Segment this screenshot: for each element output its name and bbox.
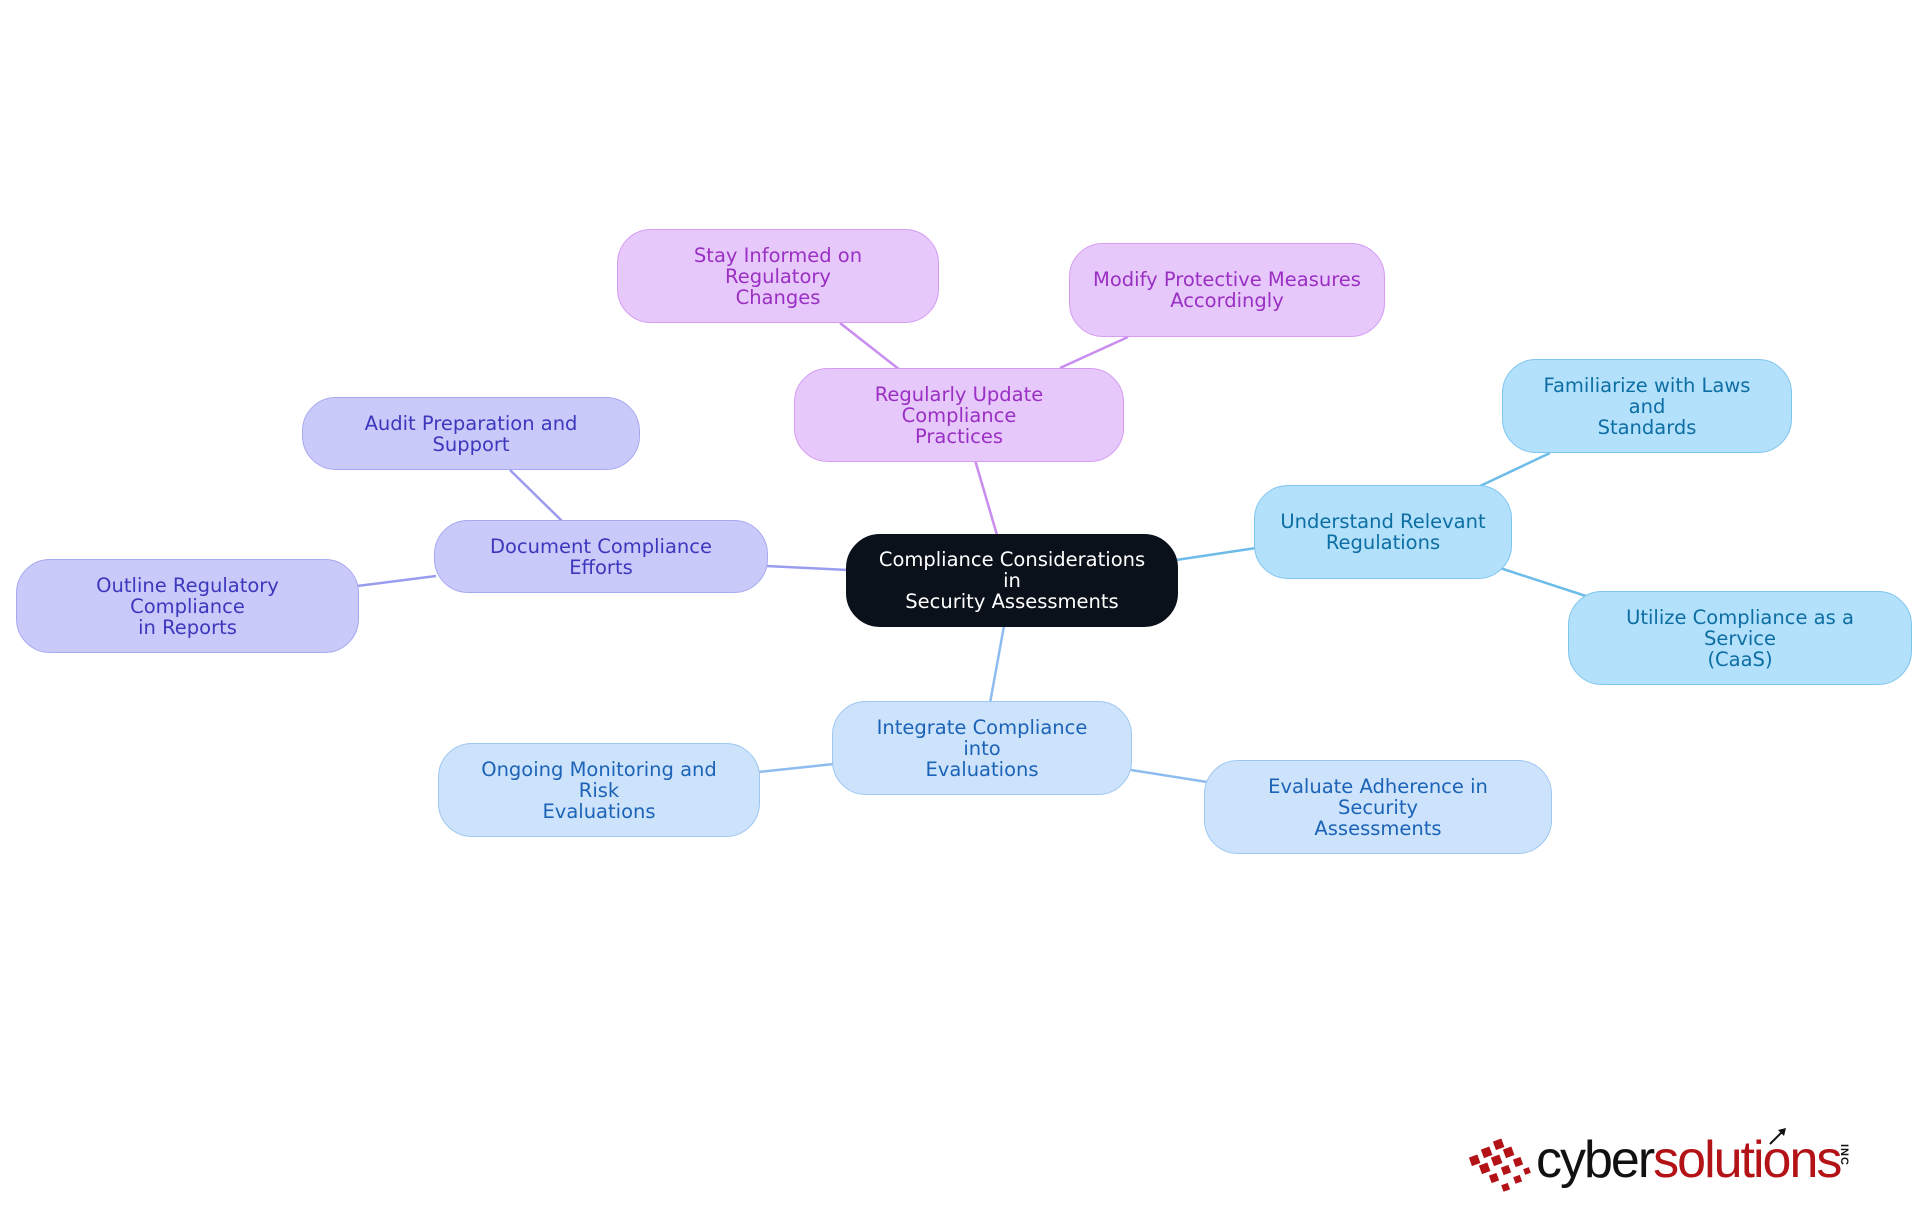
branch-node-integrate-evaluations[interactable]: Integrate Compliance into Evaluations <box>832 701 1132 795</box>
leaf-node-audit-preparation[interactable]: Audit Preparation and Support <box>302 397 640 470</box>
edge-document-audit <box>509 469 564 523</box>
root-node[interactable]: Compliance Considerations in Security As… <box>846 534 1178 627</box>
leaf-node-outline-reports[interactable]: Outline Regulatory Compliance in Reports <box>16 559 359 653</box>
root-node-text: Compliance Considerations in Security As… <box>878 548 1146 613</box>
logo-mark-icon <box>1468 1138 1531 1192</box>
branch-node-document-efforts[interactable]: Document Compliance Efforts <box>434 520 768 593</box>
leaf-node-compliance-as-service[interactable]: Utilize Compliance as a Service (CaaS) <box>1568 591 1912 685</box>
edge-update-stay <box>839 322 901 371</box>
leaf-node-stay-informed[interactable]: Stay Informed on Regulatory Changes <box>617 229 939 323</box>
edge-integrate-monitor <box>757 762 835 774</box>
logo-wordmark: cybersolutions <box>1536 1131 1842 1189</box>
edge-root-document <box>765 564 849 572</box>
logo-suffix: INC <box>1838 1144 1850 1166</box>
edge-update-modify <box>1059 335 1129 370</box>
logo-arrow-icon <box>1769 1128 1786 1145</box>
edge-integrate-evaluate <box>1130 768 1208 784</box>
edge-document-outline <box>356 574 437 588</box>
edge-understand-familiar <box>1477 451 1551 489</box>
leaf-node-familiarize-laws[interactable]: Familiarize with Laws and Standards <box>1502 359 1792 453</box>
edge-root-update <box>973 459 999 536</box>
edge-root-integrate <box>988 625 1006 704</box>
leaf-node-ongoing-monitoring[interactable]: Ongoing Monitoring and Risk Evaluations <box>438 743 760 837</box>
branch-node-update-practices[interactable]: Regularly Update Compliance Practices <box>794 368 1124 462</box>
leaf-node-modify-measures[interactable]: Modify Protective Measures Accordingly <box>1069 243 1385 337</box>
edge-root-understand <box>1175 546 1257 562</box>
cybersolutions-logo: cybersolutions INC <box>1468 1126 1888 1196</box>
branch-node-understand-regulations[interactable]: Understand Relevant Regulations <box>1254 485 1512 579</box>
edge-understand-caas <box>1499 566 1593 600</box>
leaf-node-evaluate-adherence[interactable]: Evaluate Adherence in Security Assessmen… <box>1204 760 1552 854</box>
